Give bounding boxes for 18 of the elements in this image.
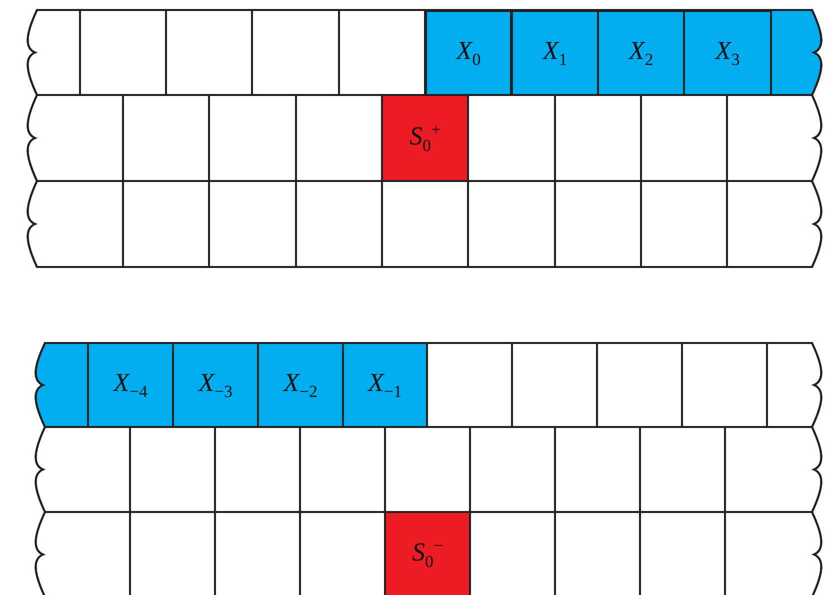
cell-symbol: X$_{−1}$ (368, 368, 402, 402)
tape-cell (381, 94, 469, 182)
cell-symbol: X$_{−2}$ (284, 368, 318, 402)
cell-symbol: X$_{−3}$ (198, 368, 232, 402)
cell-symbol: X$_{−4}$ (114, 368, 148, 402)
cell-symbol: X$_{2}$ (628, 36, 654, 70)
tape-cell (597, 10, 685, 96)
cell-symbol: X$_{0}$ (456, 36, 481, 70)
tape-cell (384, 511, 471, 595)
tape-cell (511, 10, 599, 96)
tape-cell (172, 342, 259, 428)
tape-cell (342, 342, 428, 428)
cell-symbol: X$_{1}$ (542, 36, 568, 70)
cell-symbol: X$_{3}$ (715, 36, 740, 70)
tape-cell (425, 10, 512, 96)
tape-cell (257, 342, 344, 428)
tape-cell (87, 342, 174, 428)
tape-cell (683, 10, 772, 96)
